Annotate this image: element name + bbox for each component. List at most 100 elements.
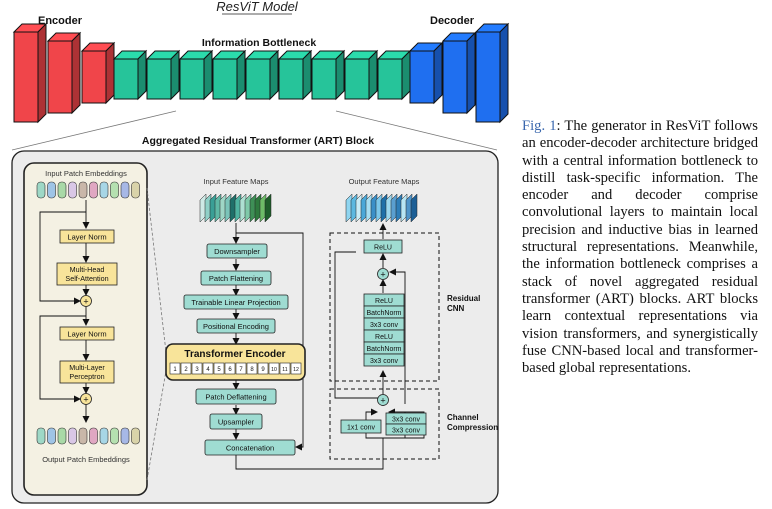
linear-projection-label: Trainable Linear Projection — [191, 298, 280, 307]
encoder-token-box — [202, 362, 214, 375]
transformer-layer-arrows — [39, 200, 90, 423]
layer-norm-1-box — [59, 229, 115, 244]
patch-token — [110, 427, 119, 445]
patch-token — [47, 181, 56, 199]
figure-caption: Fig. 1: The generator in ResViT follows … — [522, 118, 758, 377]
input-feature-maps — [199, 193, 272, 223]
patch-token — [68, 427, 77, 445]
cnn-layer-box — [363, 353, 405, 367]
patch-token — [89, 181, 98, 199]
encoder-token-label: 4 — [206, 367, 210, 373]
layer-norm-2-box — [59, 326, 115, 341]
add-symbol-2: + — [83, 395, 88, 405]
channel-compression-region — [329, 388, 440, 460]
patch-token — [78, 181, 88, 199]
patch-token — [110, 181, 119, 199]
residual-add-circle — [377, 268, 389, 280]
relu-top-label: ReLU — [374, 245, 392, 252]
transformer-encoder-label: Transformer Encoder — [184, 349, 285, 360]
cnn-layer-label: 3x3 conv — [370, 322, 399, 329]
encoder-token-box — [224, 362, 236, 375]
output-feature-maps — [345, 193, 418, 223]
feature-map-slice — [410, 193, 418, 223]
mlp-box — [59, 360, 115, 384]
channel-compression-label-line2: Compression — [447, 423, 498, 432]
decoder-block — [474, 22, 510, 124]
patch-token — [57, 181, 67, 199]
cnn-layer-label: 3x3 conv — [370, 358, 399, 365]
zoom-dash-top — [146, 187, 167, 353]
output-feature-maps-label: Output Feature Maps — [349, 177, 420, 186]
bottleneck-label: Information Bottleneck — [202, 37, 317, 49]
upsampler-box — [209, 413, 263, 430]
patch-token — [36, 427, 46, 445]
decoder-block — [441, 31, 477, 115]
patch-token — [57, 427, 67, 445]
add-circle-2 — [80, 393, 92, 405]
cnn-layer-label: ReLU — [375, 298, 393, 305]
conv3x3-b-box — [385, 423, 427, 436]
add-symbol-1: + — [83, 297, 88, 307]
cnn-layer-label: BatchNorm — [366, 346, 401, 353]
encoder-token-box — [290, 362, 302, 375]
encoder-token-box — [191, 362, 203, 375]
bottleneck-block — [211, 49, 247, 101]
patch-token — [78, 427, 88, 445]
input-patch-tokens — [36, 181, 140, 199]
art-flow-arrows — [232, 223, 425, 470]
zoom-line-right — [335, 110, 498, 151]
patch-token — [68, 181, 77, 199]
patch-deflattening-label: Patch Deflattening — [205, 393, 266, 402]
mhsa-label-line1: Multi-Head — [70, 265, 105, 274]
decoder-block — [408, 41, 444, 105]
conv1x1-label: 1x1 conv — [347, 425, 376, 432]
art-block-title: Aggregated Residual Transformer (ART) Bl… — [142, 135, 374, 147]
output-patch-tokens — [36, 427, 140, 445]
encoder-token-label: 6 — [228, 367, 232, 373]
output-patch-embeddings-label: Output Patch Embeddings — [42, 455, 130, 464]
layer-norm-2-label: Layer Norm — [67, 330, 106, 339]
resvit-figure: ResViT Model Encoder Decoder Information… — [11, 0, 510, 504]
architecture-blocks — [12, 22, 510, 124]
encoder-block — [80, 41, 116, 105]
mlp-label-line1: Multi-Layer — [69, 363, 105, 372]
encoder-token-label: 11 — [282, 367, 287, 373]
encoder-token-label: 1 — [173, 367, 177, 373]
patch-token — [99, 427, 109, 445]
patch-token — [99, 181, 109, 199]
relu-top-box — [363, 239, 403, 254]
patch-token — [120, 181, 130, 199]
encoder-token-box — [279, 362, 291, 375]
residual-add-symbol: + — [380, 270, 385, 280]
patch-token — [120, 427, 130, 445]
encoder-token-label: 5 — [217, 367, 221, 373]
channel-compression-label-line1: Channel — [447, 413, 479, 422]
concatenation-box — [204, 439, 296, 456]
encoder-label: Encoder — [38, 15, 83, 27]
multi-head-attention-box — [56, 262, 118, 286]
conv1x1-box — [340, 419, 382, 434]
bottleneck-block — [310, 49, 346, 101]
caption-figure-label: Fig. 1 — [522, 118, 557, 134]
encoder-token-label: 8 — [250, 367, 254, 373]
bottleneck-block — [277, 49, 313, 101]
patch-token — [36, 181, 46, 199]
upsampler-label: Upsampler — [218, 418, 255, 427]
encoder-token-box — [268, 362, 280, 375]
cnn-layer-label: ReLU — [375, 334, 393, 341]
encoder-token-box — [180, 362, 192, 375]
patch-flattening-box — [200, 270, 272, 286]
patch-token — [131, 181, 140, 199]
bottleneck-block — [145, 49, 181, 101]
encoder-token-label: 10 — [271, 367, 277, 373]
encoder-token-label: 2 — [184, 367, 188, 373]
residual-cnn-label-line1: Residual — [447, 294, 480, 303]
conv3x3-b-label: 3x3 conv — [392, 428, 421, 435]
feature-map-slice — [264, 193, 272, 223]
bottleneck-block — [244, 49, 280, 101]
encoder-token-label: 12 — [293, 367, 299, 373]
patch-token — [89, 427, 98, 445]
mhsa-label-line2: Self-Attention — [65, 274, 108, 283]
bottleneck-block — [343, 49, 379, 101]
